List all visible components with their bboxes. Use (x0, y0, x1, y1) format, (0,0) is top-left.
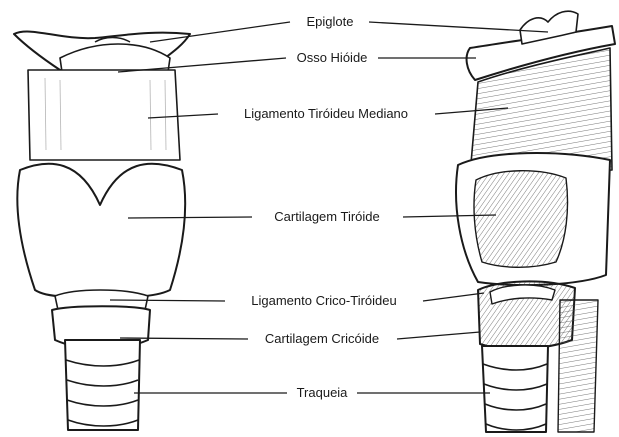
left-thyrohyoid-ligament (28, 70, 180, 160)
anterior-view (14, 32, 190, 430)
label-epiglote: Epiglote (304, 14, 357, 30)
label-cartilagem-tiroide: Cartilagem Tiróide (271, 209, 383, 225)
right-esophagus (558, 300, 598, 432)
left-thyroid-cartilage (17, 164, 185, 297)
lateral-view (456, 11, 615, 432)
label-cartilagem-cricoide: Cartilagem Cricóide (262, 331, 382, 347)
label-ligamento-tiroideu-mediano: Ligamento Tiróideu Mediano (241, 106, 411, 122)
right-trachea (482, 346, 548, 432)
label-traqueia: Traqueia (294, 385, 351, 401)
left-trachea (65, 340, 140, 430)
label-ligamento-crico-tiroideu: Ligamento Crico-Tiróideu (248, 293, 399, 309)
label-osso-hioide: Osso Hióide (294, 50, 371, 66)
